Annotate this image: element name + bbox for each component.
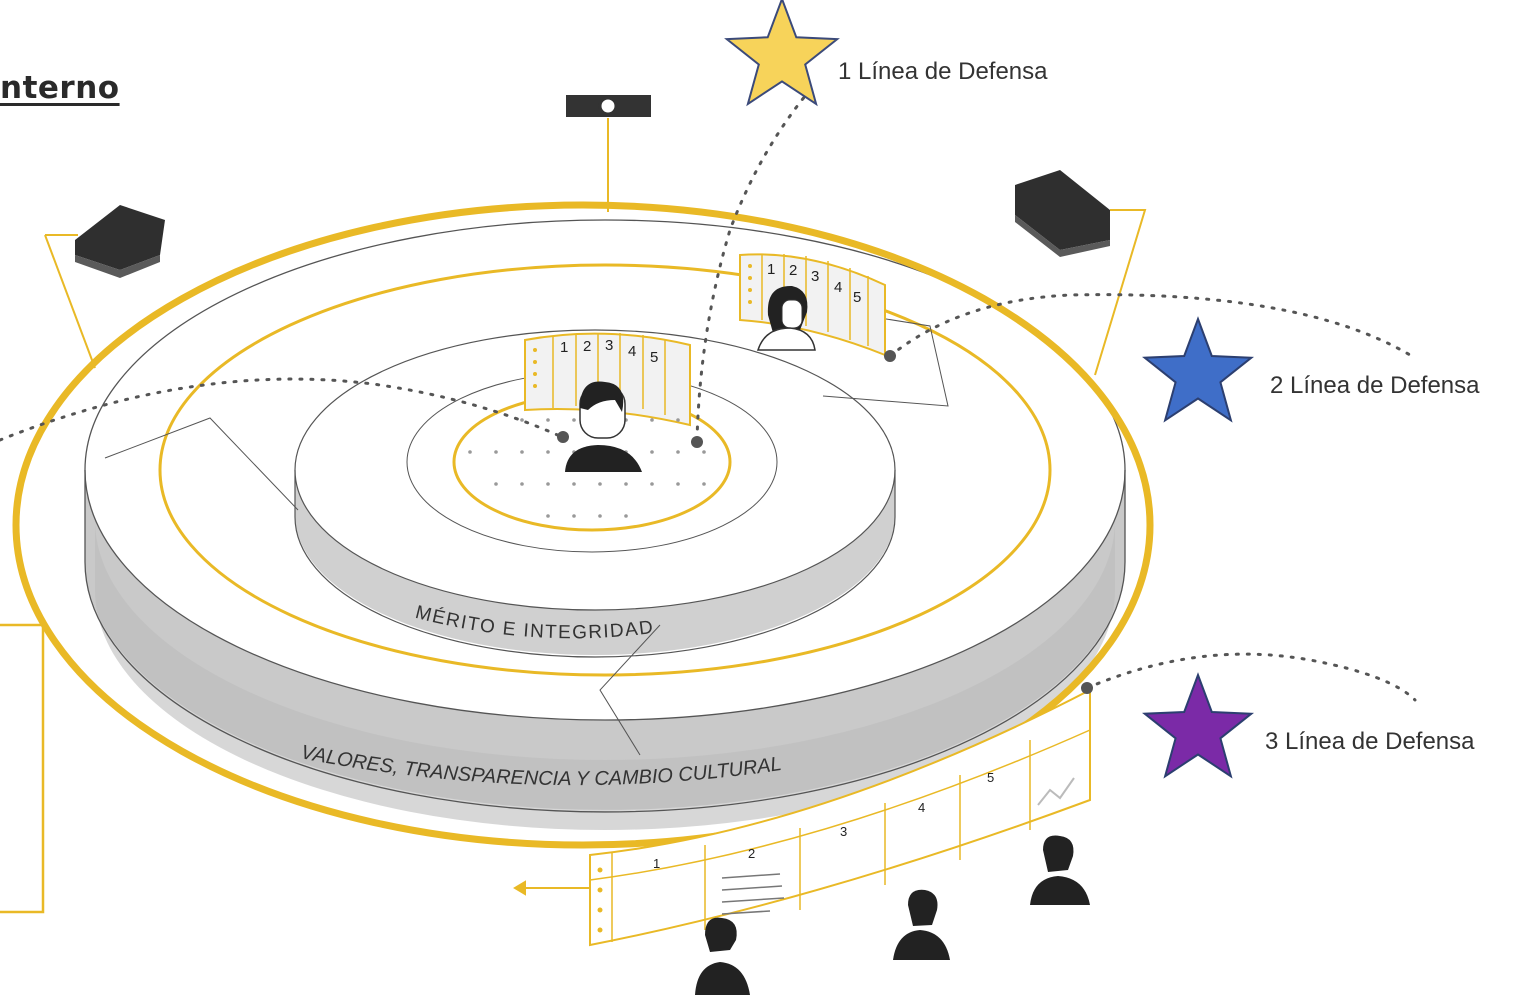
inner-panel-number-2: 2 <box>583 338 591 355</box>
inner-panel-number-4: 4 <box>628 343 636 360</box>
defense-line-2-label: 2 Línea de Defensa <box>1270 372 1480 399</box>
center-dot <box>676 418 680 422</box>
inner-panel-number-3: 3 <box>605 337 613 354</box>
center-dot <box>520 482 524 486</box>
defense-line-3-label: 3 Línea de Defensa <box>1265 728 1475 755</box>
center-dot <box>520 450 524 454</box>
briefcase-icon <box>1015 170 1147 376</box>
top-panel-number-4: 4 <box>834 279 842 296</box>
outer-panel-number-4: 4 <box>918 800 925 815</box>
page-title: nterno <box>0 70 120 106</box>
left-frame <box>0 623 45 914</box>
center-dot <box>572 482 576 486</box>
inner-panel-number-1: 1 <box>560 339 568 356</box>
center-dot <box>572 514 576 518</box>
center-dot <box>468 450 472 454</box>
outer-number-panel: 1 2 3 4 5 <box>589 688 1091 947</box>
outer-panel-number-1: 1 <box>653 856 660 871</box>
center-dot <box>598 514 602 518</box>
center-dot <box>676 482 680 486</box>
person-icon <box>893 889 950 960</box>
center-dot <box>546 514 550 518</box>
outflow-arrow <box>513 880 590 896</box>
outer-panel-number-3: 3 <box>840 824 847 839</box>
center-dot <box>546 450 550 454</box>
dotted-connectors <box>0 88 1417 702</box>
divider-lines <box>104 317 949 756</box>
briefcase-icon <box>44 205 165 369</box>
center-dot <box>624 514 628 518</box>
center-dot <box>650 450 654 454</box>
center-dot <box>650 482 654 486</box>
top-panel-number-3: 3 <box>811 268 819 285</box>
outer-panel-number-5: 5 <box>987 770 994 785</box>
center-dot <box>598 482 602 486</box>
top-panel-number-5: 5 <box>853 289 861 306</box>
center-dot <box>702 450 706 454</box>
center-dot <box>520 418 524 422</box>
center-dot <box>624 482 628 486</box>
center-dot <box>546 482 550 486</box>
defense-line-1-label: 1 Línea de Defensa <box>838 58 1048 85</box>
star-icon <box>724 0 840 107</box>
document-icon <box>721 873 785 915</box>
center-dot <box>676 450 680 454</box>
center-dot <box>650 418 654 422</box>
person-icon <box>756 285 816 351</box>
star-icon <box>1141 316 1255 423</box>
outer-gold-rim <box>12 201 1154 849</box>
top-panel-number-1: 1 <box>767 261 775 278</box>
center-dot <box>572 418 576 422</box>
inner-panel-number-5: 5 <box>650 349 658 366</box>
center-dot <box>494 482 498 486</box>
projector-icon <box>566 95 651 212</box>
person-icon <box>695 917 750 995</box>
chart-icon <box>1037 777 1075 806</box>
person-icon <box>1030 835 1090 905</box>
outer-panel-number-2: 2 <box>748 846 755 861</box>
center-dot <box>546 418 550 422</box>
center-dot <box>494 450 498 454</box>
person-icon <box>565 381 642 472</box>
star-icon <box>1141 672 1255 779</box>
center-dot <box>702 482 706 486</box>
top-panel-number-2: 2 <box>789 262 797 279</box>
